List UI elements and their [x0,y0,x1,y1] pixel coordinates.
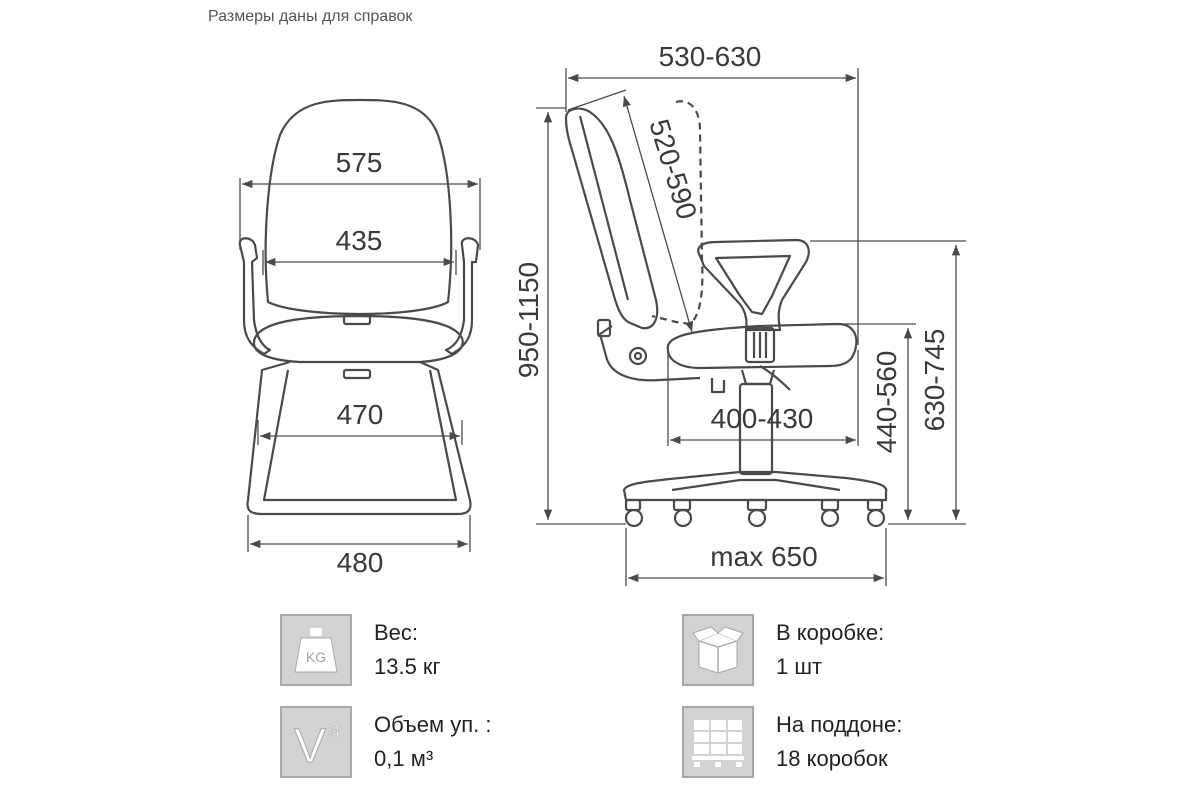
dim-label-470: 470 [337,399,384,430]
front-seat [252,314,464,364]
front-armrest-left [238,237,272,356]
dim-label-400-430: 400-430 [711,403,814,434]
dim-label-440-560: 440-560 [871,351,902,454]
dim-label-max-650: max 650 [710,541,817,572]
side-star-base [622,470,888,502]
spec-pallet: На поддоне: 18 коробок [682,706,902,778]
spec-weight: KG Вес: 13.5 кг [280,614,441,686]
side-view-chair [564,100,888,528]
spec-pallet-value: 18 коробок [776,746,888,771]
side-casters [624,498,886,528]
side-backrest [564,107,659,330]
spec-pallet-label: На поддоне: [776,712,903,737]
side-armrest [697,238,810,332]
dim-label-520-590: 520-590 [643,116,703,223]
box-icon [682,614,754,686]
spec-volume-label: Объем уп. : [374,712,492,737]
weight-kg-icon: KG [280,614,352,686]
side-gas-lift [738,382,774,476]
side-armrest-mount [744,326,776,364]
dim-label-575: 575 [336,147,383,178]
front-backrest [264,98,453,316]
dim-line-520-590 [622,95,694,333]
spec-weight-label: Вес: [374,620,419,645]
dim-label-530-630: 530-630 [659,41,762,72]
front-sled-base [246,360,472,516]
volume-icon-text: V [294,720,326,770]
spec-box-value: 1 шт [776,654,823,679]
spec-box-label: В коробке: [776,620,885,645]
dim-label-480: 480 [337,547,384,578]
spec-box: В коробке: 1 шт [682,614,884,686]
volume-icon: V 3 [280,706,352,778]
spec-volume: V 3 Объем уп. : 0,1 м³ [280,706,491,778]
dim-label-950-1150: 950-1150 [513,262,544,378]
front-armrest-right [444,237,480,356]
volume-icon-sup: 3 [328,721,339,743]
side-seat [666,322,858,370]
dim-label-630-745: 630-745 [919,329,950,432]
spec-weight-value: 13.5 кг [374,654,441,679]
weight-icon-text: KG [306,649,326,665]
dim-label-435: 435 [336,225,383,256]
pallet-icon [682,706,754,778]
spec-volume-value: 0,1 м³ [374,746,434,771]
reference-note: Размеры даны для справок [208,8,413,25]
